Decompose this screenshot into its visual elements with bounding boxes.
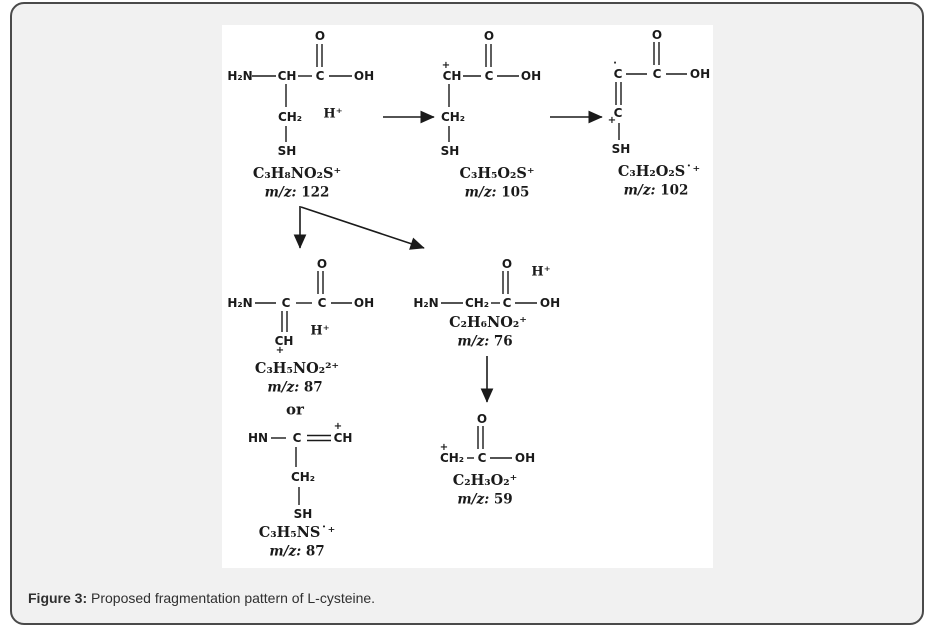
s6-mz: m/z: 76 [457,335,512,349]
s3-atom-c1: C [613,67,623,81]
s4-mz-label: m/z: [267,379,300,396]
s4-proton-label: H⁺ [310,323,330,339]
s1-atom-h2n: H₂N [227,69,253,83]
s6-proton-label: H⁺ [531,264,551,280]
s7-mz: m/z: 59 [457,493,512,507]
s3-radical-dot: · [613,58,617,69]
s6-atom-h2n: H₂N [413,296,439,310]
s4-mz: m/z: 87 [267,381,322,395]
s4-atom-h2n: H₂N [227,296,253,310]
s1-proton-label: H⁺ [323,106,343,122]
s1-atom-o: O [314,29,326,43]
s2-mz: m/z: 105 [465,186,530,200]
figure-caption: Figure 3: Proposed fragmentation pattern… [28,590,375,606]
s7-atom-c: C [477,451,487,465]
s1-atom-ch2: CH₂ [277,110,303,124]
s5-mz-label: m/z: [269,543,302,560]
s4-atom-c1: C [281,296,291,310]
s1-mz: m/z: 122 [265,186,330,200]
s5-atom-c: C [292,431,302,445]
figure-panel [222,25,713,568]
s3-mz-label: m/z: [623,182,656,199]
s2-atom-ch: CH [442,69,462,83]
s5-charge-plus: + [333,421,343,432]
s6-mz-value: 76 [493,333,513,350]
s3-atom-sh: SH [611,142,631,156]
s3-atom-o: O [651,28,663,42]
s1-atom-ch: CH [277,69,297,83]
s1-mz-value: 122 [301,184,330,201]
s5-atom-sh: SH [293,507,313,521]
s7-mz-value: 59 [493,491,513,508]
s3-mz-value: 102 [660,182,689,199]
s4-mz-value: 87 [303,379,323,396]
s3-mz: m/z: 102 [624,184,689,198]
or-label: or [286,400,304,419]
s5-mz: m/z: 87 [269,545,324,559]
s6-mz-label: m/z: [457,333,490,350]
s2-atom-ch2: CH₂ [440,110,466,124]
s1-atom-oh: OH [353,69,375,83]
s3-atom-c2: C [652,67,662,81]
s4-atom-o: O [316,257,328,271]
s1-atom-c: C [315,69,325,83]
s3-atom-oh: OH [689,67,711,81]
figure-caption-label: Figure 3: [28,590,88,606]
s2-atom-oh: OH [520,69,542,83]
s4-charge-plus: + [275,345,285,356]
s5-formula: C₃H₅NS˙⁺ [258,523,336,541]
s7-atom-oh: OH [514,451,536,465]
s1-formula: C₃H₈NO₂S⁺ [252,164,342,182]
s6-atom-o: O [501,257,513,271]
s6-atom-c: C [502,296,512,310]
s2-mz-label: m/z: [464,184,497,201]
s2-atom-sh: SH [440,144,460,158]
s2-charge-plus: + [441,60,451,71]
s6-atom-ch2: CH₂ [464,296,490,310]
s2-formula: C₃H₅O₂S⁺ [459,164,535,182]
s4-formula: C₃H₅NO₂²⁺ [254,359,340,377]
s4-atom-ch: CH [274,334,294,348]
s6-atom-oh: OH [539,296,561,310]
s6-formula: C₂H₆NO₂⁺ [449,313,527,331]
s5-atom-ch: CH [333,431,353,445]
s1-mz-label: m/z: [264,184,297,201]
s4-atom-c2: C [317,296,327,310]
s1-atom-sh: SH [277,144,297,158]
s7-atom-o: O [476,412,488,426]
s3-formula: C₃H₂O₂S˙⁺ [617,162,701,180]
s7-formula: C₂H₃O₂⁺ [452,471,518,489]
s4-atom-oh: OH [353,296,375,310]
s5-atom-ch2: CH₂ [290,470,316,484]
s5-mz-value: 87 [305,543,325,560]
s3-atom-c3: C [613,106,623,120]
s2-atom-c: C [484,69,494,83]
s7-atom-ch2: CH₂ [439,451,465,465]
s5-atom-hn: HN [247,431,269,445]
s2-mz-value: 105 [501,184,530,201]
s7-charge-plus: + [439,442,449,453]
s2-atom-o: O [483,29,495,43]
figure-caption-text: Proposed fragmentation pattern of L-cyst… [87,590,376,606]
s7-mz-label: m/z: [457,491,490,508]
s3-charge-plus: + [607,115,617,126]
